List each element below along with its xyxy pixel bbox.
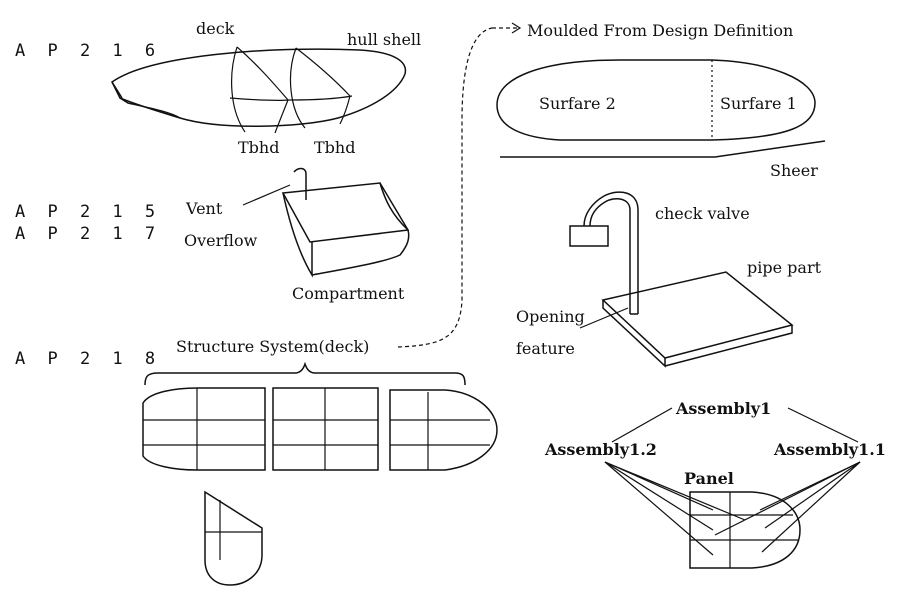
structure-brace xyxy=(144,361,466,386)
ap216-label: A P 2 1 6 xyxy=(15,41,161,61)
pipe-part-label: pipe part xyxy=(747,258,822,277)
sheer-label: Sheer xyxy=(770,161,818,180)
deck-panels-drawing xyxy=(142,387,498,586)
tbhd-label-1: Tbhd xyxy=(238,138,279,157)
assembly1-1-label: Assembly1.1 xyxy=(773,440,886,459)
check-valve-label: check valve xyxy=(655,204,750,223)
overflow-label: Overflow xyxy=(184,231,258,250)
tbhd-label-2: Tbhd xyxy=(314,138,355,157)
ap218-label: A P 2 1 8 xyxy=(15,349,161,369)
ap215-label: A P 2 1 5 xyxy=(15,202,161,222)
moulded-surface-drawing xyxy=(496,59,826,158)
arrow-head-icon xyxy=(511,22,522,34)
piping-drawing xyxy=(569,191,794,368)
surface-2-label: Surfare 2 xyxy=(539,94,616,113)
compartment-label: Compartment xyxy=(292,284,405,303)
feature-label: feature xyxy=(516,339,575,358)
structure-system-label: Structure System(deck) xyxy=(176,337,369,356)
opening-leader xyxy=(579,307,629,329)
opening-label: Opening xyxy=(516,307,585,326)
assembly1-2-label: Assembly1.2 xyxy=(544,440,657,459)
panel-label: Panel xyxy=(684,469,734,488)
assembly-tree-lines xyxy=(604,407,861,569)
surface-1-label: Surfare 1 xyxy=(720,94,797,113)
vent-leader xyxy=(242,184,291,206)
hull-shell-label: hull shell xyxy=(347,30,421,49)
compartment-drawing xyxy=(281,167,410,278)
vent-label: Vent xyxy=(185,199,223,218)
deck-label: deck xyxy=(196,19,235,38)
ap217-label: A P 2 1 7 xyxy=(15,224,161,244)
moulded-title: Moulded From Design Definition xyxy=(527,21,793,40)
assembly1-label: Assembly1 xyxy=(675,399,771,418)
structure-to-moulded-connector xyxy=(397,27,493,348)
hull-shell-drawing xyxy=(111,46,407,134)
